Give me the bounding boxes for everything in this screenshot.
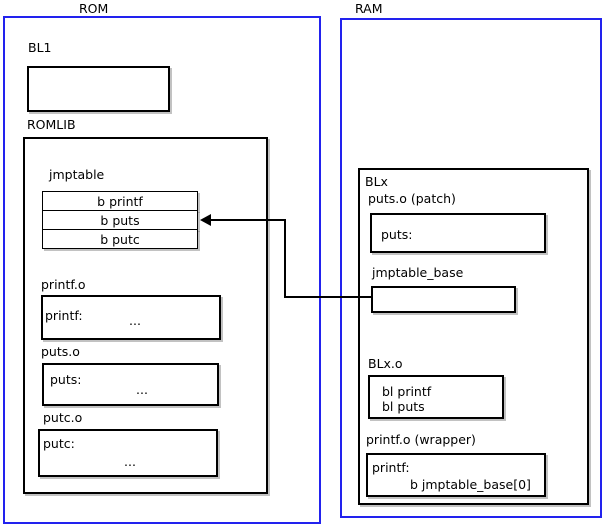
- printf-o-label: printf.o: [41, 277, 86, 292]
- puts-o-box: puts: ...: [42, 363, 219, 406]
- puts-o-patch-label: puts.o (patch): [368, 191, 456, 206]
- jmptable-label: jmptable: [49, 167, 105, 182]
- jmptable-base-box: [371, 286, 516, 313]
- patch-puts-symbol: puts:: [381, 227, 413, 242]
- puts-symbol: puts:: [50, 372, 82, 387]
- wrapper-printf-symbol: printf:: [372, 460, 410, 475]
- connector-arrowhead-icon: [200, 214, 211, 226]
- blx-o-line-bl-puts: bl puts: [382, 399, 425, 414]
- connector-segment-vertical: [284, 219, 286, 298]
- jmptable-base-label: jmptable_base: [372, 265, 464, 280]
- jmptable-row-b-putc: b putc: [42, 229, 198, 249]
- puts-o-patch-box: puts:: [370, 213, 546, 253]
- putc-body: ...: [124, 454, 136, 469]
- jmptable-row-b-puts: b puts: [42, 210, 198, 230]
- romlib-label: ROMLIB: [27, 117, 76, 132]
- connector-segment-horizontal-top: [205, 219, 286, 221]
- connector-segment-horizontal-bottom: [284, 296, 372, 298]
- wrapper-branch-instruction: b jmptable_base[0]: [410, 477, 531, 492]
- putc-symbol: putc:: [43, 436, 75, 451]
- putc-o-box: putc: ...: [38, 429, 218, 477]
- ram-region-label: RAM: [355, 1, 383, 16]
- jmptable-row-text: b printf: [97, 194, 143, 209]
- blx-o-box: bl printf bl puts: [368, 375, 504, 419]
- puts-o-label: puts.o: [41, 344, 80, 359]
- rom-region-label: ROM: [79, 1, 109, 16]
- printf-o-wrapper-label: printf.o (wrapper): [366, 432, 476, 447]
- blx-label: BLx: [365, 174, 388, 189]
- blx-o-line-bl-printf: bl printf: [382, 384, 432, 399]
- jmptable-row-text: b puts: [100, 213, 140, 228]
- printf-symbol: printf:: [45, 308, 83, 323]
- jmptable-row-b-printf: b printf: [42, 191, 198, 211]
- printf-body: ...: [129, 313, 141, 328]
- printf-o-wrapper-box: printf: b jmptable_base[0]: [366, 453, 546, 497]
- blx-o-label: BLx.o: [368, 356, 403, 371]
- ram-region-box: [340, 18, 602, 518]
- jmptable-row-text: b putc: [100, 232, 140, 247]
- puts-body: ...: [136, 382, 148, 397]
- rom-region-box: [3, 16, 321, 524]
- bl1-box: [27, 66, 170, 112]
- putc-o-label: putc.o: [43, 410, 83, 425]
- bl1-label: BL1: [28, 40, 52, 55]
- printf-o-box: printf: ...: [41, 295, 221, 340]
